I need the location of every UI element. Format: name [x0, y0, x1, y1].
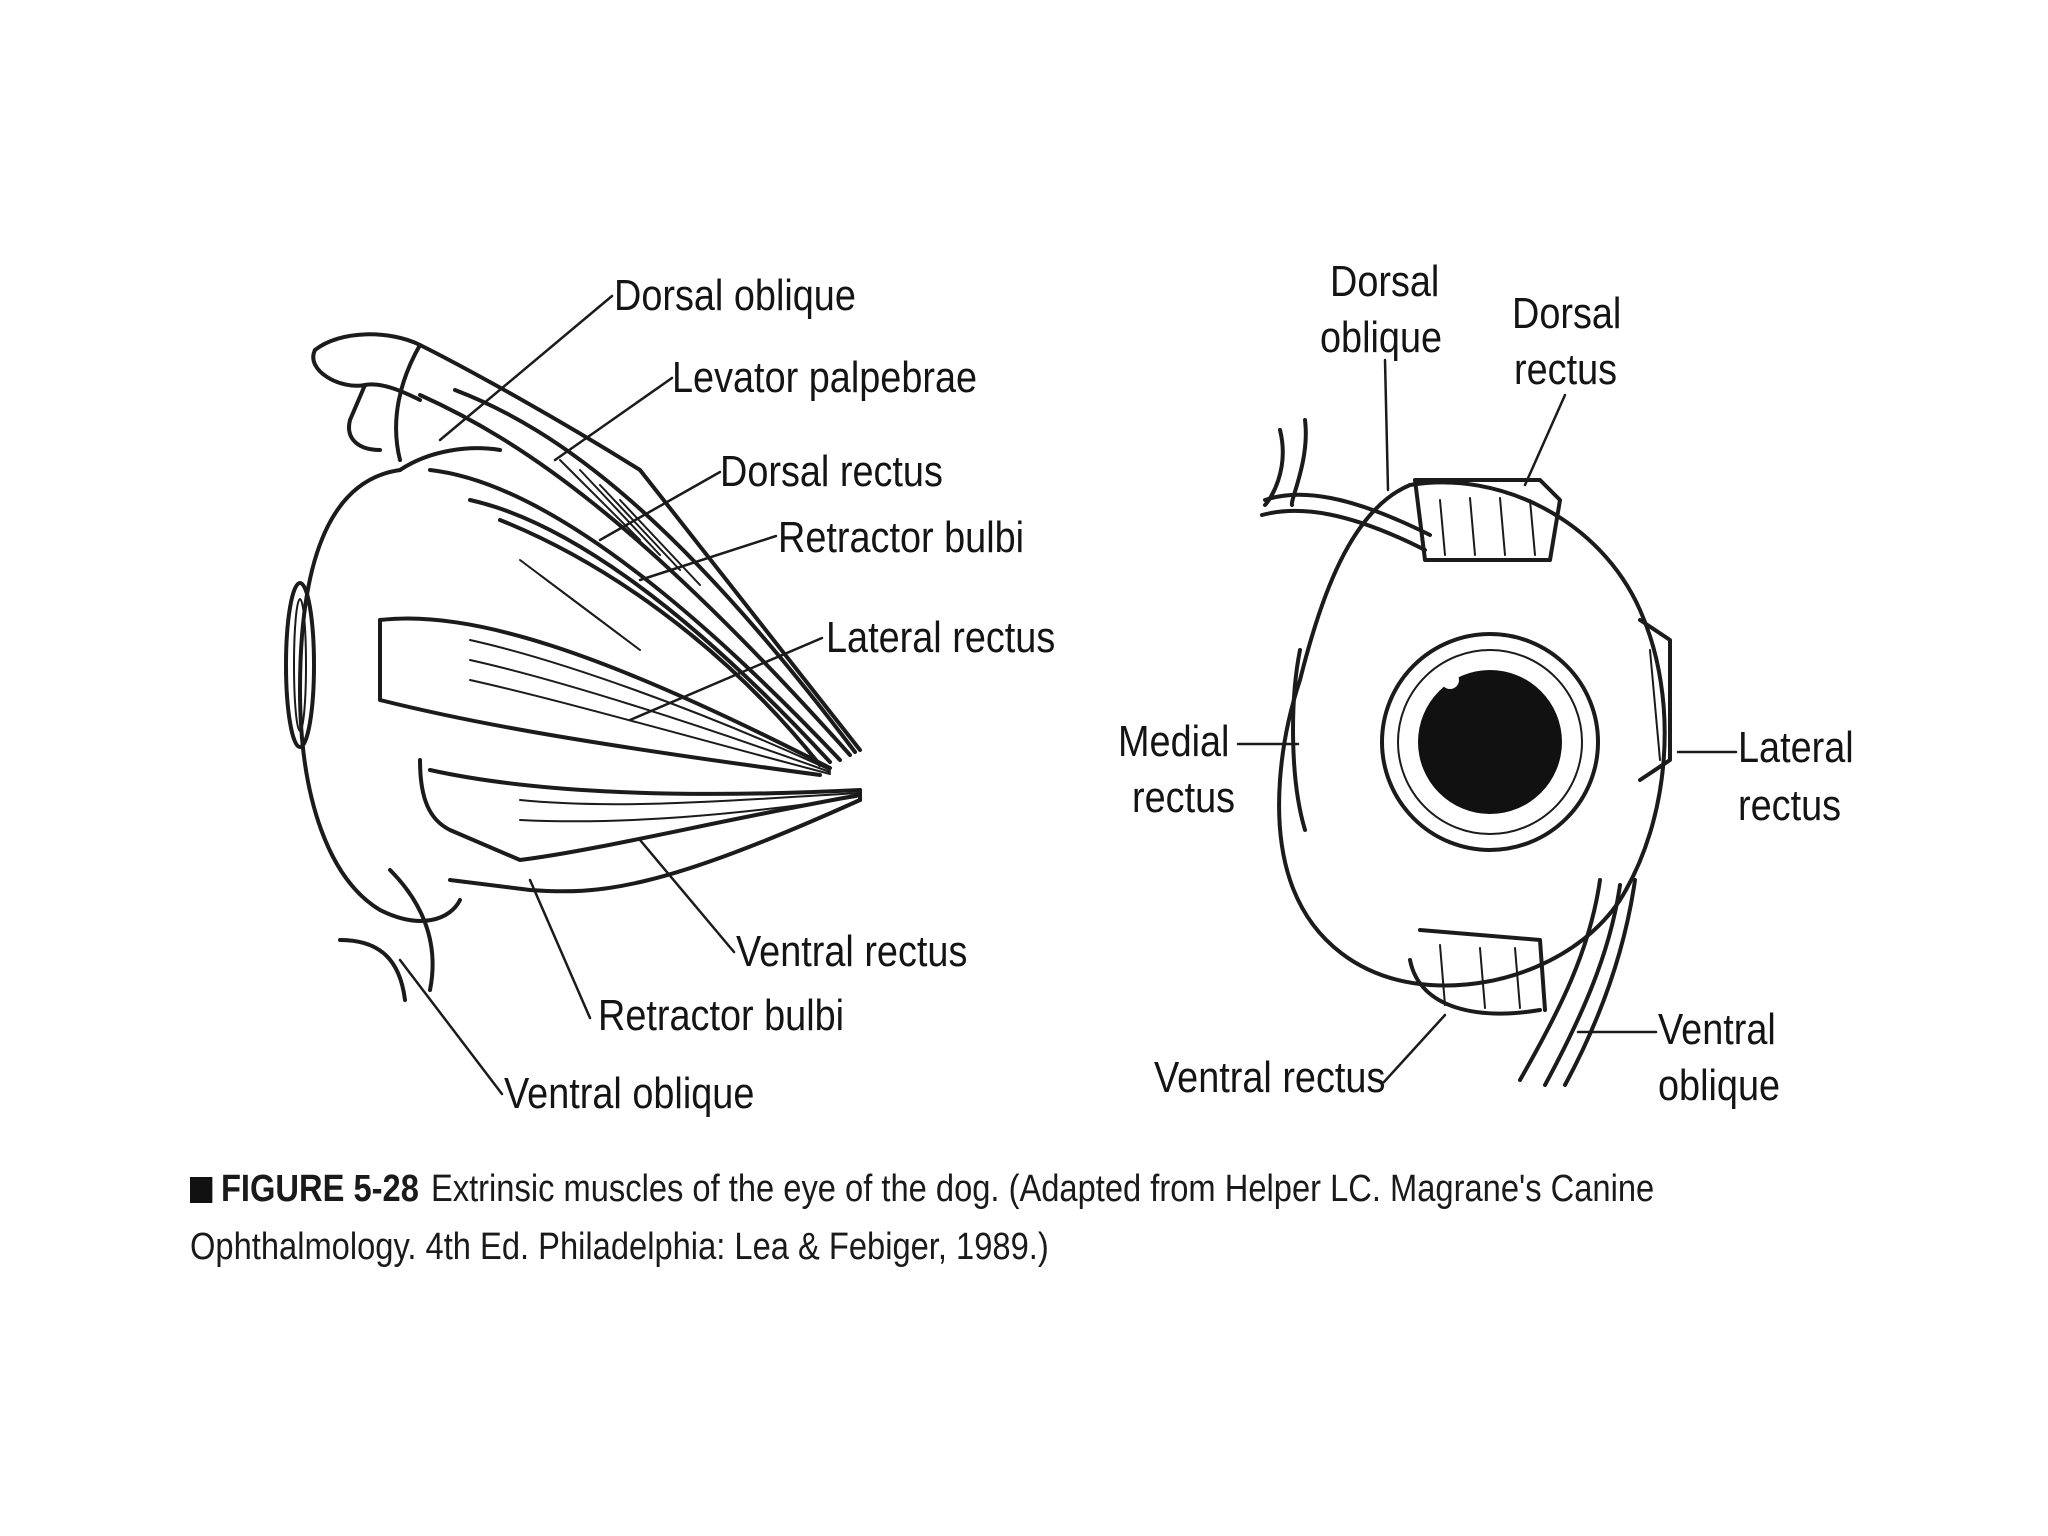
label-ventral-oblique-left: Ventral oblique [504, 1069, 755, 1118]
label-ventral-oblique-right-1: Ventral [1658, 1005, 1776, 1054]
label-retractor-bulbi-lower: Retractor bulbi [598, 991, 845, 1040]
lateral-view-drawing [284, 332, 862, 1002]
figure-number: FIGURE 5-28 [220, 1168, 419, 1210]
caption-text: Extrinsic muscles of the eye of the dog.… [190, 1168, 1655, 1268]
label-ventral-oblique-right-2: oblique [1658, 1061, 1781, 1110]
label-dorsal-rectus-left: Dorsal rectus [720, 447, 943, 496]
caption-marker-square [190, 1177, 213, 1203]
label-ventral-rectus-right: Ventral rectus [1154, 1053, 1386, 1102]
label-lateral-rectus-left: Lateral rectus [826, 613, 1056, 662]
label-lateral-rectus-right-1: Lateral [1738, 723, 1854, 772]
lateral-view-leader-lines [398, 294, 824, 1096]
label-lateral-rectus-right-2: rectus [1738, 781, 1842, 830]
label-medial-rectus-1: Medial [1118, 717, 1230, 766]
label-dorsal-oblique-right-1: Dorsal [1330, 257, 1440, 306]
label-medial-rectus-2: rectus [1132, 773, 1236, 822]
label-dorsal-rectus-right-2: rectus [1514, 345, 1618, 394]
label-dorsal-oblique-right-2: oblique [1320, 313, 1443, 362]
label-ventral-rectus-left: Ventral rectus [736, 927, 968, 976]
label-dorsal-oblique: Dorsal oblique [614, 271, 856, 320]
label-levator-palpebrae: Levator palpebrae [672, 353, 978, 402]
frontal-view-leader-lines [1236, 358, 1738, 1084]
label-retractor-bulbi-upper: Retractor bulbi [778, 513, 1025, 562]
label-dorsal-rectus-right-1: Dorsal [1512, 289, 1622, 338]
frontal-view-drawing [1260, 418, 1672, 1087]
